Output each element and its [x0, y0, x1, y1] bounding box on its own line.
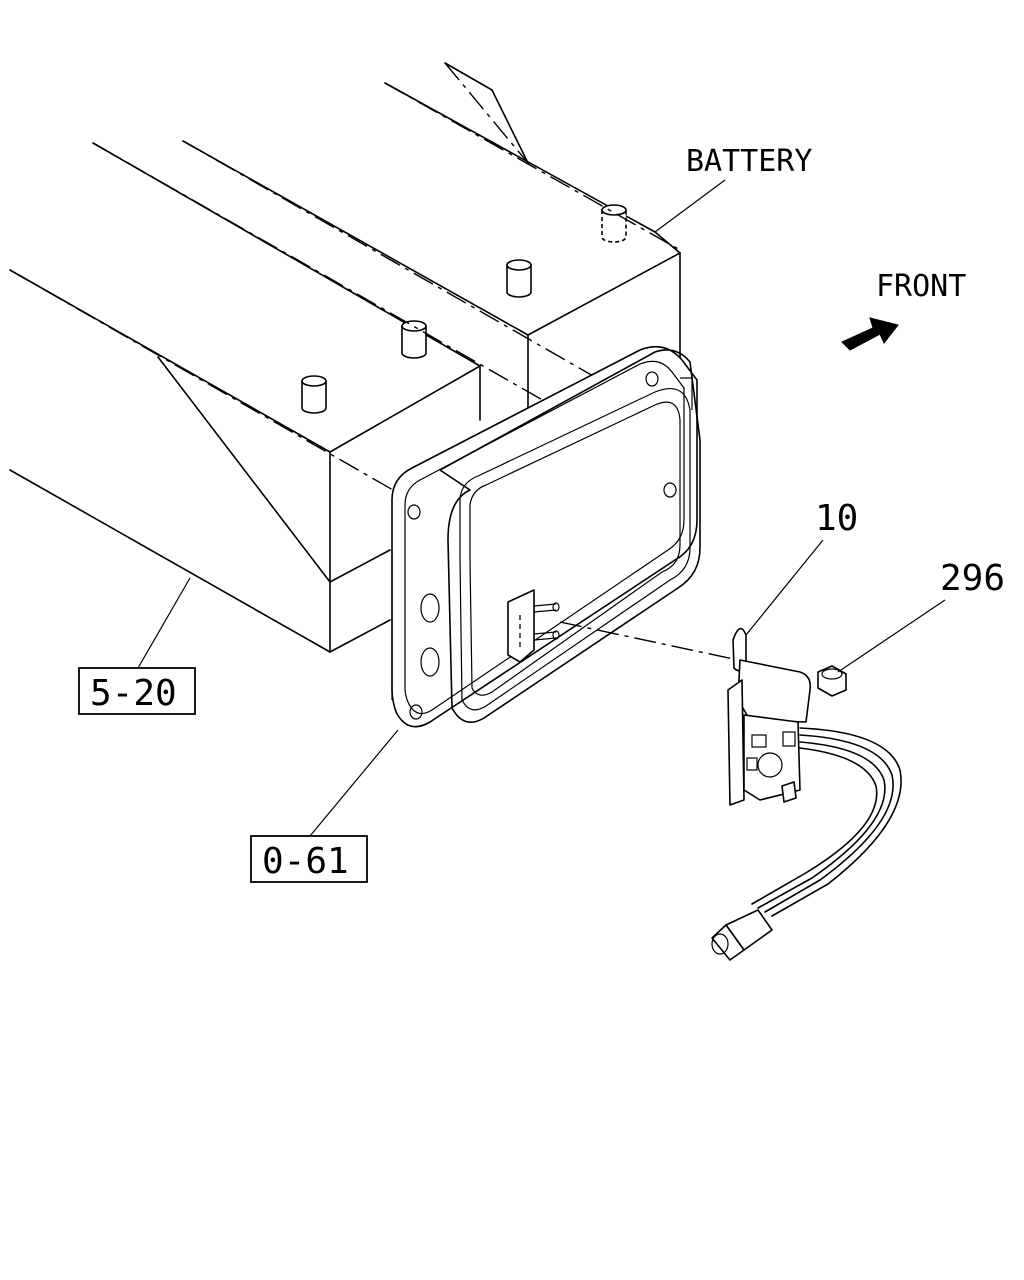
battery-label: BATTERY	[686, 144, 812, 179]
part-10-assembly	[711, 627, 902, 961]
ref-0-61-label: 0-61	[262, 841, 349, 882]
part-10-label: 10	[815, 498, 858, 539]
battery-front	[9, 142, 481, 653]
ref-box-5-20: 5-20	[78, 667, 196, 715]
center-lines	[9, 62, 681, 541]
battery-cover	[391, 345, 701, 728]
battery-terminals	[301, 204, 627, 414]
ref-5-20-label: 5-20	[90, 673, 177, 714]
cover-studs	[507, 589, 560, 663]
leader-lines	[137, 179, 946, 837]
front-label: FRONT	[876, 269, 966, 304]
ref-box-0-61: 0-61	[250, 835, 368, 883]
battery-rear	[182, 62, 681, 421]
assembly-line	[559, 621, 739, 661]
front-arrow-icon	[841, 317, 899, 351]
part-296-label: 296	[940, 558, 1005, 599]
